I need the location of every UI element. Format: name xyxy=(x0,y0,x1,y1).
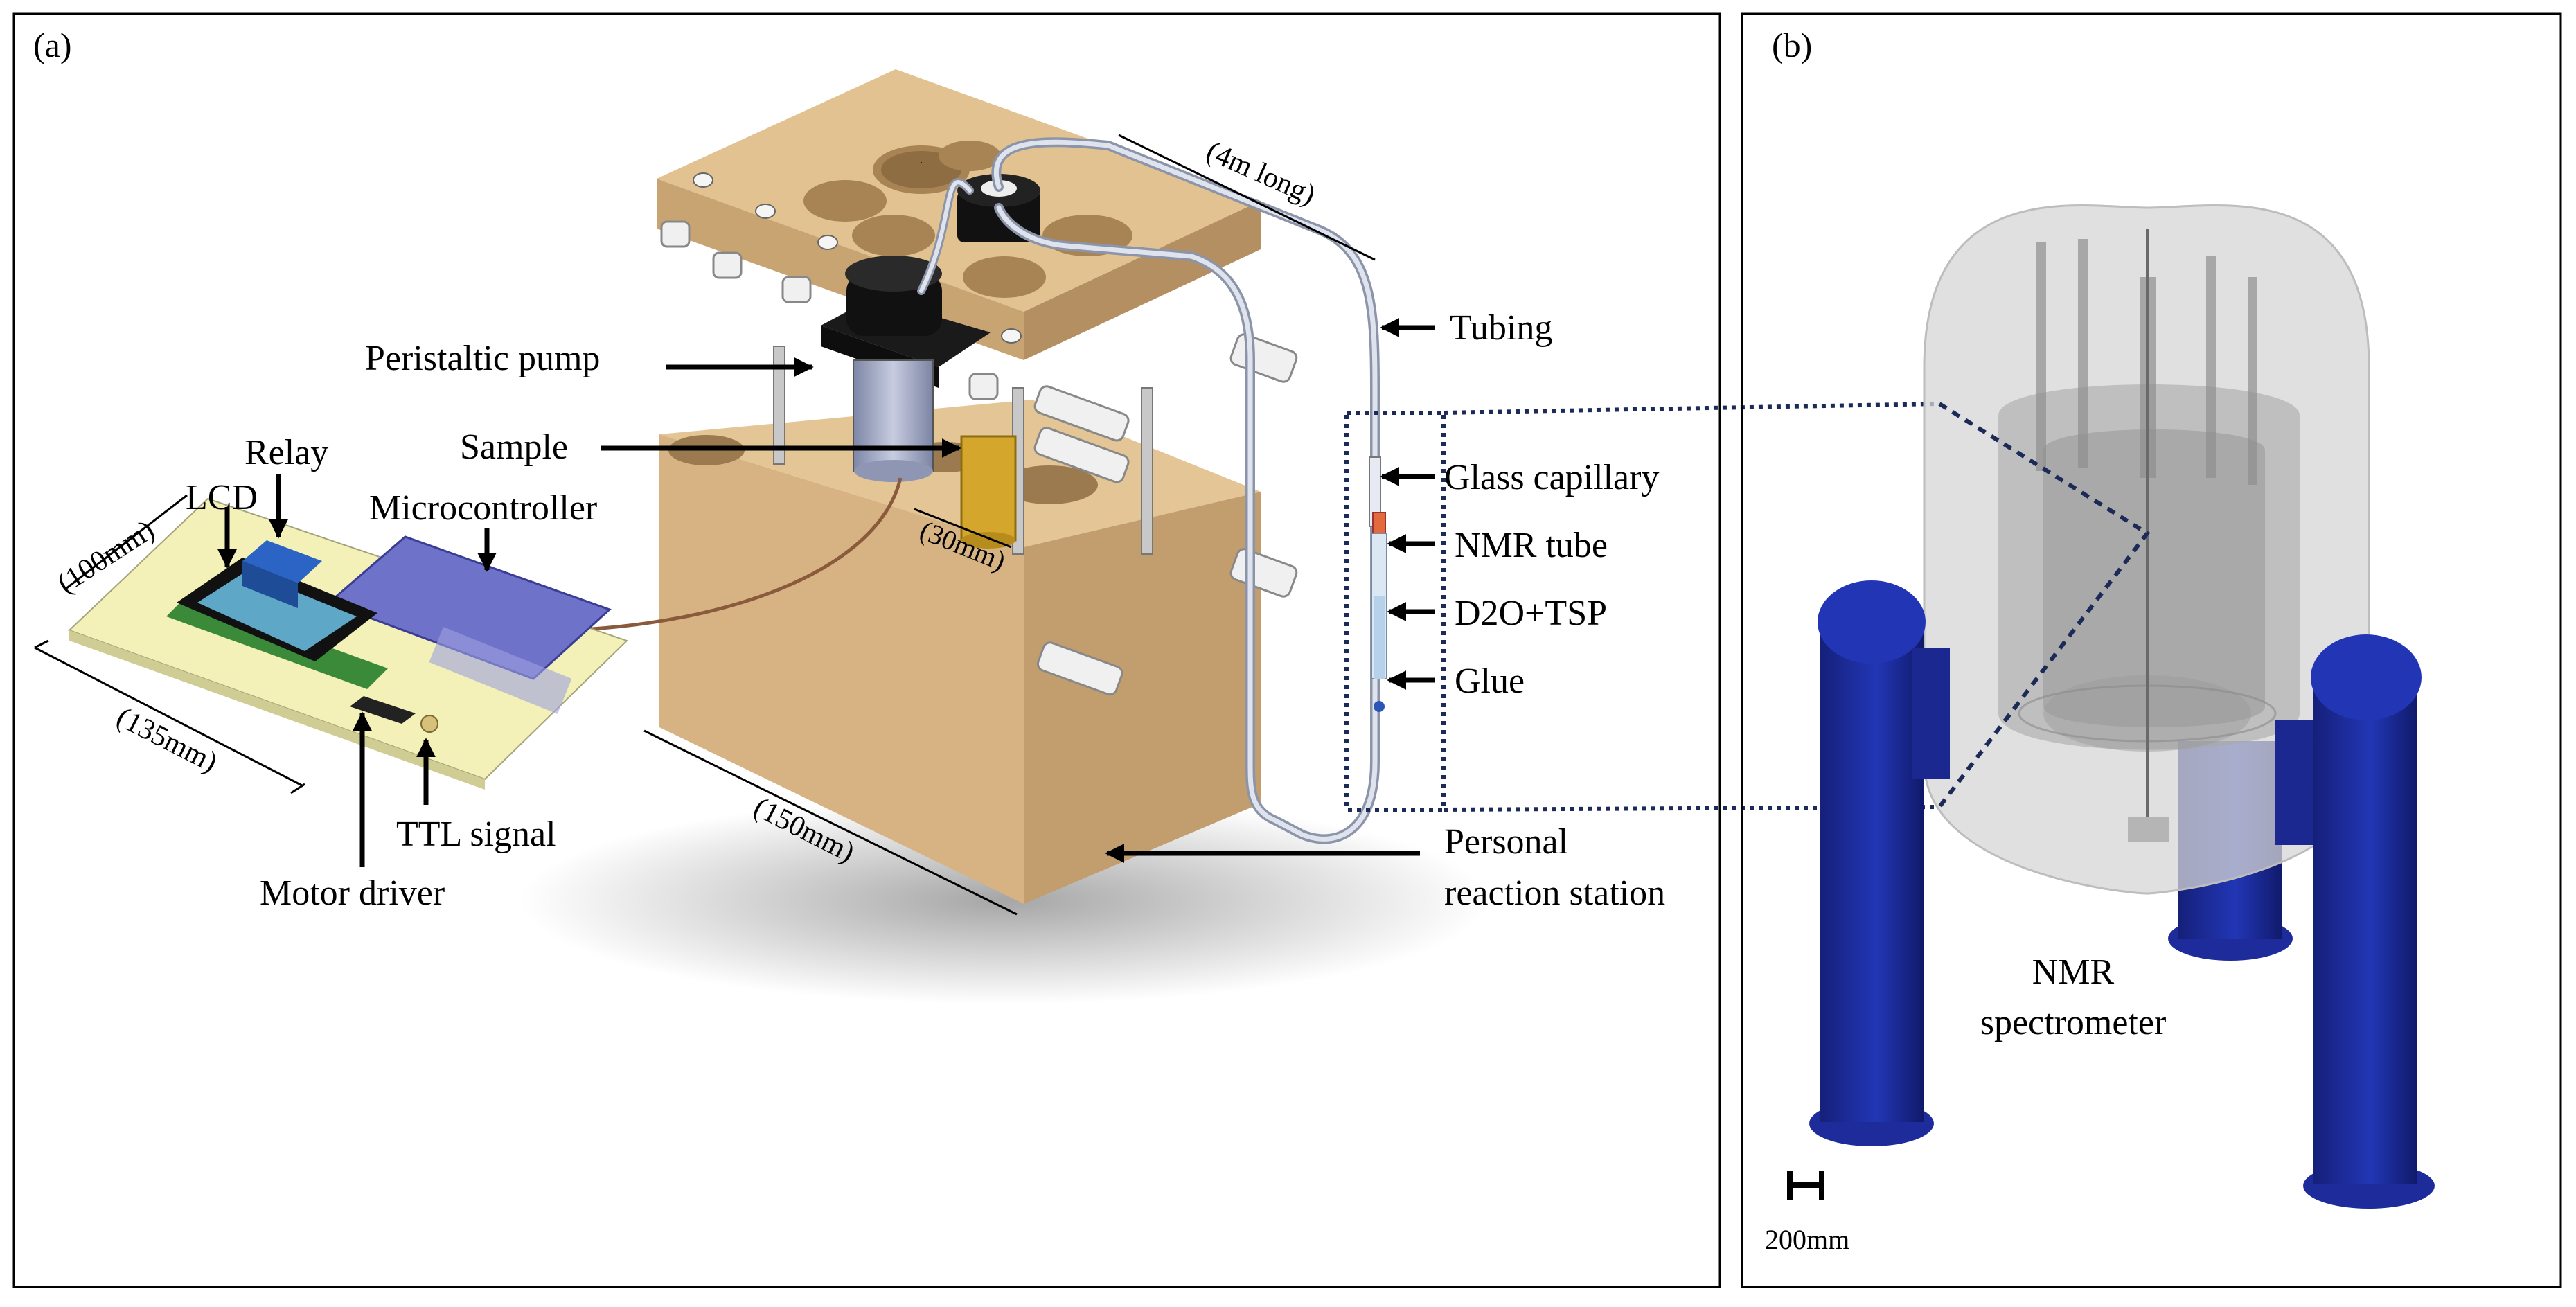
label-spectrometer-line2: spectrometer xyxy=(1980,1003,2167,1042)
spectrometer-front-left-leg xyxy=(1809,580,1950,1146)
spectrometer-front-right-leg xyxy=(2275,634,2435,1209)
scale-bar-label: 200mm xyxy=(1765,1224,1849,1255)
panel-a-tag: (a) xyxy=(33,26,72,64)
label-spectrometer-line1: NMR xyxy=(2032,952,2115,992)
zoom-connector-bottom xyxy=(1443,805,1940,812)
label-glue: Glue xyxy=(1455,661,1525,701)
label-d2o-tsp: D2O+TSP xyxy=(1455,594,1607,633)
label-glass-capillary: Glass capillary xyxy=(1444,458,1659,497)
label-lcd: LCD xyxy=(186,478,258,517)
label-microcontroller: Microcontroller xyxy=(369,488,597,528)
label-motor-driver: Motor driver xyxy=(260,873,445,913)
dim-board-width: (135mm) xyxy=(112,701,222,779)
panel-a-frame xyxy=(12,12,1721,1288)
station-shadow xyxy=(519,797,1489,1004)
label-reaction-station-line1: Personal xyxy=(1444,822,1568,862)
zoom-connector-inner xyxy=(1937,402,2151,808)
leader-arrows xyxy=(217,318,1435,867)
panel-b-tag: (b) xyxy=(1772,26,1812,64)
tubing-loop xyxy=(917,137,1380,844)
label-sample: Sample xyxy=(460,427,568,467)
zoom-box xyxy=(1344,411,1446,812)
panel-b-frame xyxy=(1741,12,2562,1288)
zoom-connector-top xyxy=(1443,402,1940,415)
label-ttl-signal: TTL signal xyxy=(396,815,556,854)
dimension-lines xyxy=(34,134,1376,916)
control-board xyxy=(68,497,628,790)
label-nmr-tube: NMR tube xyxy=(1455,526,1608,565)
label-peristaltic-pump: Peristaltic pump xyxy=(365,339,600,378)
label-reaction-station-line2: reaction station xyxy=(1444,873,1665,913)
label-tubing: Tubing xyxy=(1450,308,1552,348)
scale-bar xyxy=(1787,1171,1824,1200)
label-relay: Relay xyxy=(245,433,328,472)
top-pegs xyxy=(693,172,1022,344)
nmr-tube-assembly xyxy=(1369,456,1387,712)
